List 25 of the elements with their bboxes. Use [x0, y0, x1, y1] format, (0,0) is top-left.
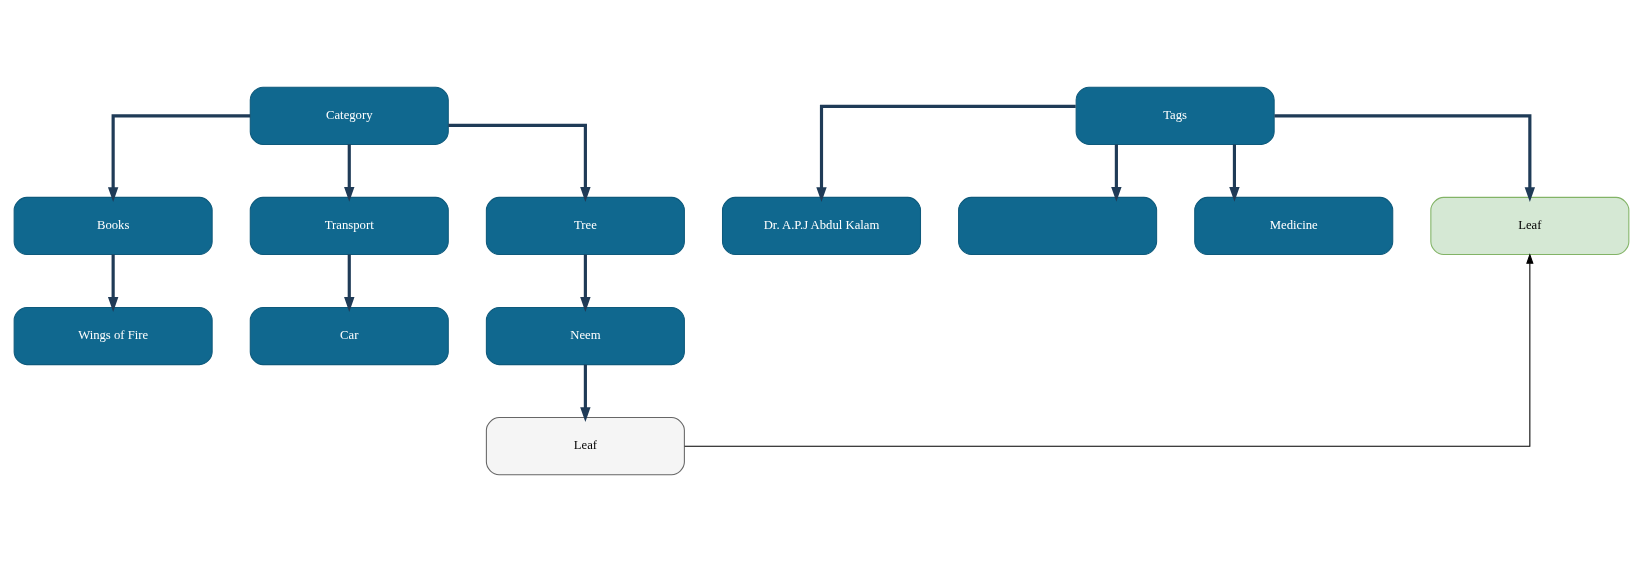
node-box: Tree [485, 196, 685, 256]
arrow [344, 254, 355, 312]
arrow [1229, 144, 1240, 202]
arrow [344, 144, 355, 202]
node-box: Neem [485, 306, 685, 366]
node-box: Leaf [1430, 196, 1630, 256]
arrow [448, 123, 591, 202]
arrow [684, 253, 1534, 447]
node-box: Transport [249, 196, 449, 256]
arrow [816, 104, 1076, 203]
arrow [580, 254, 591, 312]
node-box: Books [13, 196, 213, 256]
node-box [958, 196, 1158, 256]
arrow [107, 254, 119, 312]
node-box: Tags [1075, 86, 1275, 145]
node-box: Dr. A.P.J Abdul Kalam [721, 196, 922, 256]
node-box: Category [249, 86, 449, 145]
arrow [580, 364, 591, 423]
arrow [107, 114, 251, 203]
arrow [1111, 144, 1122, 202]
arrow [1274, 114, 1536, 203]
node-box: Wings of Fire [13, 306, 213, 366]
node-box: Medicine [1194, 196, 1394, 256]
node-box: Leaf [485, 417, 685, 476]
node-box: Car [249, 306, 449, 366]
